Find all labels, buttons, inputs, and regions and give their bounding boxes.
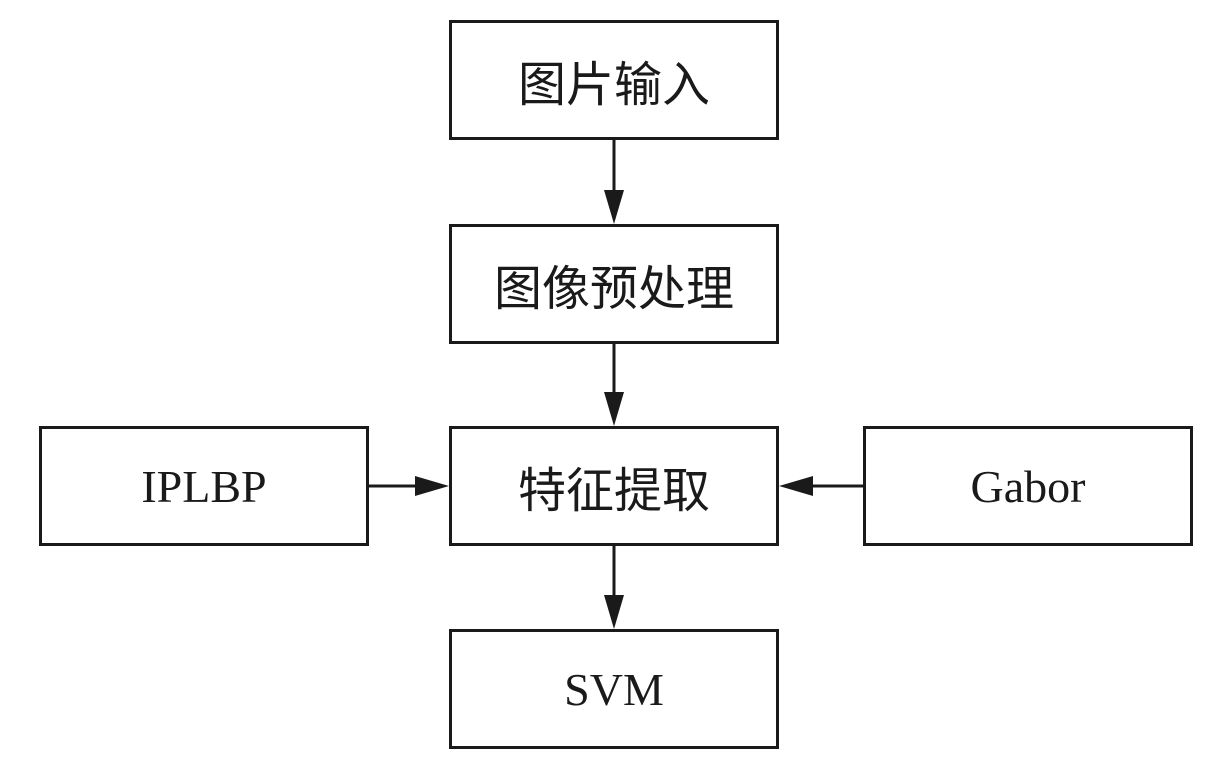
image-preprocessing-label: 图像预处理 [493, 261, 734, 317]
arrow-iplbp-to-feature [369, 476, 449, 496]
iplbp-label: IPLBP [141, 460, 267, 512]
image-preprocessing-box: 图像预处理 [449, 224, 779, 344]
arrow-feature-to-svm [604, 546, 624, 629]
image-input-box: 图片输入 [449, 20, 779, 140]
gabor-box: Gabor [863, 426, 1193, 546]
feature-extraction-box: 特征提取 [449, 426, 779, 546]
svm-box: SVM [449, 629, 779, 749]
feature-extraction-label: 特征提取 [517, 463, 710, 519]
gabor-label: Gabor [970, 460, 1086, 512]
arrow-preprocess-to-feature [604, 344, 624, 426]
arrow-input-to-preprocess [604, 140, 624, 224]
arrow-gabor-to-feature [779, 476, 863, 496]
iplbp-box: IPLBP [39, 426, 369, 546]
svm-label: SVM [564, 663, 664, 715]
image-input-label: 图片输入 [517, 57, 710, 113]
